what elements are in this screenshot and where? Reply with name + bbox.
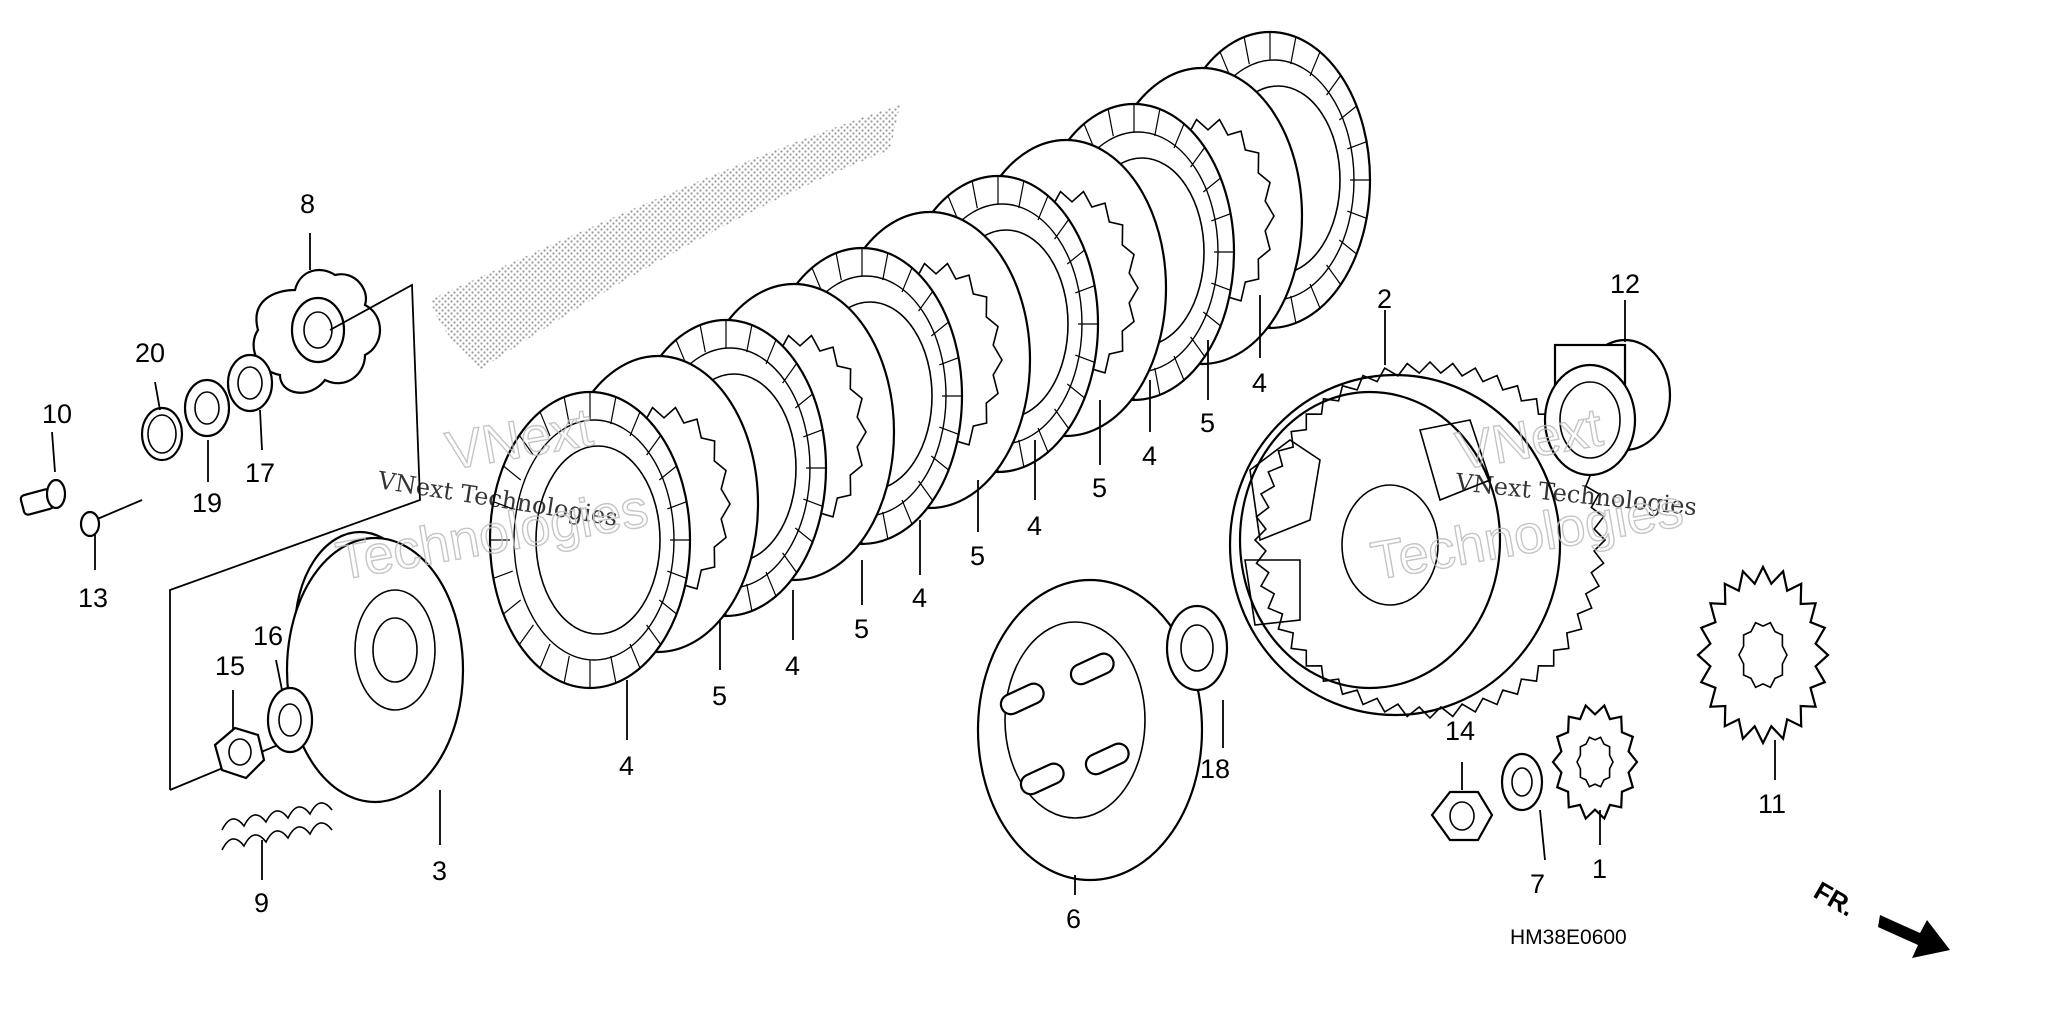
part-15-washer <box>266 686 314 754</box>
part-13-lock-nut <box>1430 790 1494 842</box>
callout-5c: 5 <box>970 541 985 571</box>
callout-4e: 4 <box>1142 441 1157 471</box>
callout-18: 18 <box>1200 754 1230 784</box>
part-2-clutch-outer <box>1228 360 1607 720</box>
part-18-thrust-washer <box>1165 604 1229 692</box>
part-17-washer <box>226 353 274 413</box>
diagram-code: HM38E0600 <box>1510 926 1627 949</box>
callout-4d: 4 <box>1027 511 1042 541</box>
callout-4c: 4 <box>912 583 927 613</box>
callout-leaders <box>51 233 1776 895</box>
callout-5a: 5 <box>712 681 727 711</box>
part-3-clutch-center <box>285 530 465 804</box>
callout-8: 9 <box>254 888 269 918</box>
callout-1: 1 <box>1592 854 1607 884</box>
callout-17: 17 <box>245 458 275 488</box>
arrow-icon <box>1878 915 1950 958</box>
clutch-plate-stack <box>488 30 1372 690</box>
part-9-pin <box>19 478 67 516</box>
part-10-gear <box>1696 564 1830 746</box>
part-12-bolt <box>79 499 143 538</box>
callout-labels: 8 20 10 19 17 13 15 16 3 9 4 5 4 5 4 5 4… <box>42 189 1786 934</box>
callout-11: 12 <box>1610 269 1640 299</box>
callout-5d: 5 <box>1092 473 1107 503</box>
part-16-washer <box>1500 752 1544 812</box>
part-1-gear <box>1551 703 1639 821</box>
callout-2: 2 <box>1377 284 1392 314</box>
part-20-circlip <box>140 406 184 462</box>
part-19-bearing <box>183 378 231 438</box>
callout-9: 10 <box>42 399 72 429</box>
stipple-shading <box>430 105 900 370</box>
part-11-collar <box>1543 338 1672 477</box>
callout-7: 8 <box>300 189 315 219</box>
callout-5e: 5 <box>1200 408 1215 438</box>
callout-14: 15 <box>215 651 245 681</box>
part-7-lifter-plate <box>252 268 381 394</box>
callout-10: 11 <box>1758 789 1786 819</box>
callout-13: 14 <box>1445 716 1475 746</box>
part-14-nut <box>213 726 266 780</box>
callout-16: 7 <box>1530 869 1545 899</box>
callout-4b: 4 <box>785 651 800 681</box>
part-8-spring <box>221 802 333 851</box>
friction-disc <box>488 390 692 690</box>
callout-4a: 4 <box>619 751 634 781</box>
callout-3: 3 <box>432 856 447 886</box>
callout-12: 13 <box>78 583 108 613</box>
callout-15: 16 <box>253 621 283 651</box>
callout-20: 20 <box>135 338 165 368</box>
callout-4f: 4 <box>1252 368 1267 398</box>
callout-19: 19 <box>192 488 222 518</box>
direction-label: FR. <box>1809 875 1860 922</box>
callout-6: 6 <box>1066 904 1081 934</box>
front-direction-indicator: FR. <box>1809 875 1950 958</box>
callout-5b: 5 <box>854 614 869 644</box>
part-6-pressure-plate <box>976 578 1204 882</box>
